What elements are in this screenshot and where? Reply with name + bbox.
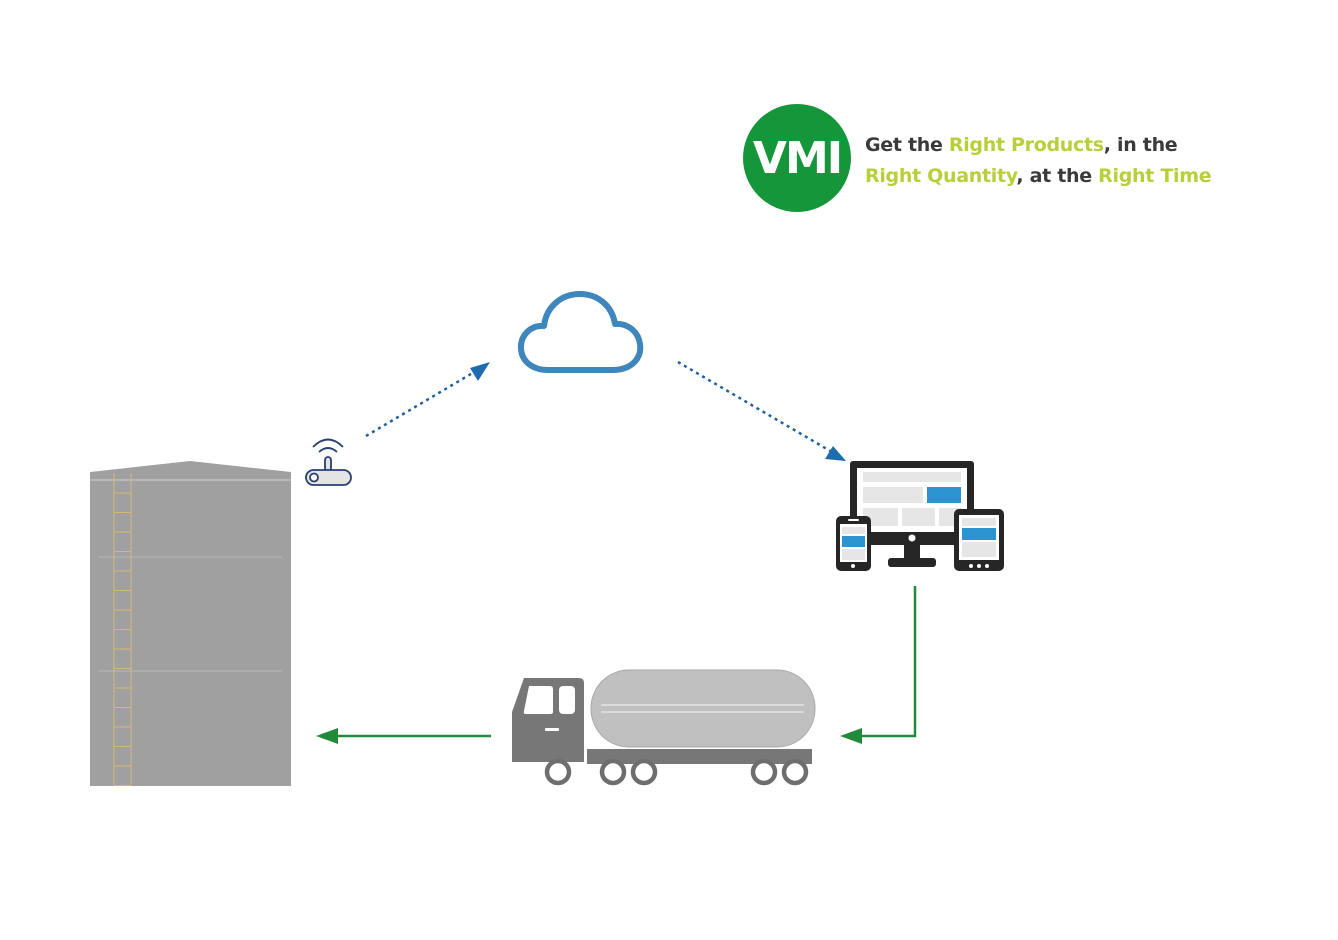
tagline-highlight: Right Quantity: [865, 165, 1017, 187]
arrowhead: [470, 362, 490, 381]
tagline-text: , at the: [1016, 165, 1099, 187]
storage-tank-icon: [90, 461, 291, 786]
vmi-badge-label: VMI: [752, 132, 843, 184]
arrowhead: [316, 728, 338, 744]
flow-arrow-devices-to-truck: [858, 586, 917, 738]
flow-arrow-sensor-to-cloud: [365, 366, 482, 438]
tagline-text: Get the: [865, 134, 949, 156]
tagline-text: , in the: [1103, 134, 1178, 156]
flow-arrow-cloud-to-devices: [677, 360, 833, 454]
tanker-truck-icon: [512, 669, 816, 786]
wifi-router-icon: [305, 438, 352, 486]
tagline-highlight: Right Time: [1098, 165, 1212, 187]
tagline-highlight: Right Products: [948, 134, 1104, 156]
responsive-devices-icon: [836, 461, 1004, 571]
tagline: Get the Right Products, in the Right Qua…: [865, 130, 1212, 192]
tagline-line-1: Get the Right Products, in the: [865, 130, 1211, 161]
cloud-icon: [517, 291, 644, 373]
arrowhead: [840, 728, 862, 744]
ladder: [113, 473, 132, 786]
tagline-line-2: Right Quantity, at the Right Time: [865, 161, 1212, 192]
vmi-badge: VMI: [743, 104, 851, 212]
arrowhead: [825, 446, 846, 461]
